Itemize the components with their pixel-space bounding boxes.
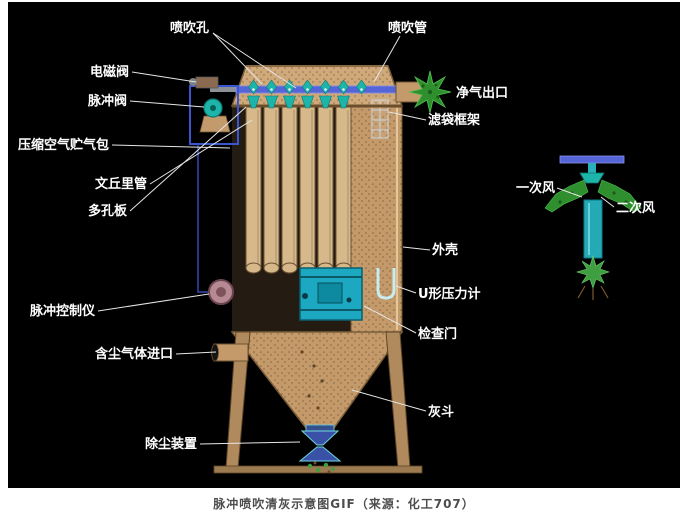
label-venturi-tube: 文丘里管 — [95, 176, 147, 192]
detail-blow-pipe — [559, 155, 625, 164]
filter-bags — [245, 105, 352, 274]
airflow-detail-figure — [544, 155, 642, 300]
label-air-reservoir: 压缩空气贮气包 — [18, 137, 109, 153]
label-secondary-air: 二次风 — [616, 200, 655, 216]
label-perforated-plate: 多孔板 — [88, 203, 128, 219]
filter-bag — [335, 105, 352, 274]
inspection-door-box — [299, 267, 363, 321]
pulse-controller-shape — [208, 279, 234, 305]
venturi-tubes — [247, 95, 350, 109]
leader-lines — [97, 32, 615, 445]
label-dust-removal-device: 除尘装置 — [145, 436, 197, 452]
label-shell: 外壳 — [431, 242, 458, 258]
dusty-gas-inlet-pipe — [211, 343, 249, 362]
secondary-air-spray-right — [597, 179, 642, 213]
label-inspection-door: 检查门 — [418, 326, 457, 342]
filter-bag — [245, 105, 262, 274]
label-clean-gas-outlet: 净气出口 — [456, 85, 508, 101]
filter-bag-frame-detail — [371, 99, 389, 139]
figure-caption: 脉冲喷吹清灰示意图GIF（来源：化工707） — [213, 497, 475, 511]
label-blow-pipe: 喷吹管 — [388, 20, 427, 36]
hopper — [230, 331, 404, 429]
label-ash-hopper: 灰斗 — [428, 404, 454, 420]
detail-bottom-burst — [575, 254, 610, 289]
blow-nozzles — [248, 79, 367, 95]
vessel — [210, 65, 452, 474]
clean-gas-outlet-duct — [395, 70, 452, 114]
control-wire — [197, 144, 208, 293]
filter-bag — [299, 105, 316, 274]
label-pulse-valve: 脉冲阀 — [87, 93, 127, 109]
filter-bag — [281, 105, 298, 274]
label-blow-hole: 喷吹孔 — [170, 20, 209, 36]
label-u-pressure-gauge: U形压力计 — [418, 286, 481, 302]
dust-discharge-device — [298, 424, 342, 474]
labels: 喷吹孔 喷吹管 电磁阀 脉冲阀 压缩空气贮气包 文丘里管 多孔板 脉冲控制仪 含… — [18, 20, 655, 452]
detail-filter-bag-tube — [583, 199, 603, 259]
label-pulse-controller: 脉冲控制仪 — [29, 303, 96, 319]
detail-nozzle-stem — [588, 163, 596, 173]
label-primary-air: 一次风 — [516, 180, 555, 196]
filter-bag — [263, 105, 280, 274]
u-pressure-gauge-shape — [376, 268, 396, 300]
pulse-jet-dust-collector-diagram: 喷吹孔 喷吹管 电磁阀 脉冲阀 压缩空气贮气包 文丘里管 多孔板 脉冲控制仪 含… — [8, 2, 680, 488]
secondary-air-spray-left — [544, 179, 589, 213]
label-dusty-gas-inlet: 含尘气体进口 — [94, 346, 173, 362]
label-solenoid-valve: 电磁阀 — [90, 64, 129, 80]
label-filter-bag-frame: 滤袋框架 — [428, 112, 480, 128]
filter-bag — [317, 105, 334, 274]
detail-nozzle — [579, 172, 605, 184]
